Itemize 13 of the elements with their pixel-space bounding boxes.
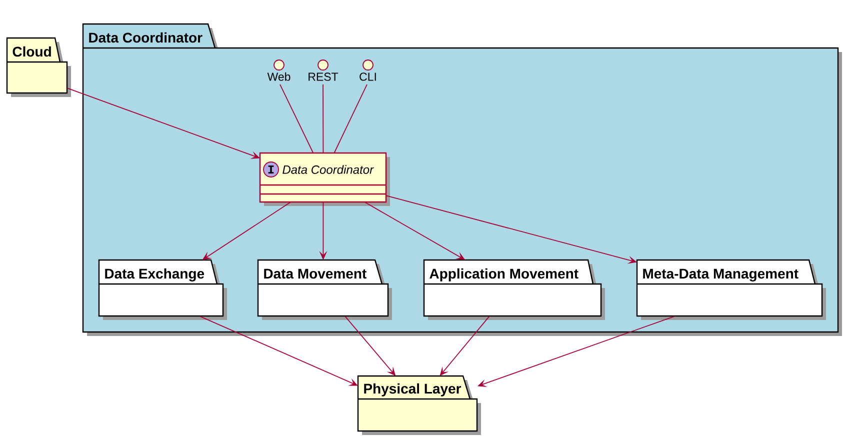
package: Physical Layer — [357, 375, 481, 435]
interface-label: CLI — [360, 72, 376, 81]
package: Data Movement — [257, 259, 392, 320]
package: Meta-Data Management — [636, 259, 826, 320]
connector-line — [280, 84, 314, 154]
connector-line — [322, 84, 324, 154]
package: Application Movement — [423, 259, 605, 320]
interface-label: Web — [267, 72, 290, 81]
connector-line — [334, 84, 368, 154]
package: Cloud — [6, 37, 71, 97]
arrow — [440, 316, 490, 376]
package: Data Exchange — [98, 259, 227, 320]
interface-label: REST — [308, 72, 338, 81]
